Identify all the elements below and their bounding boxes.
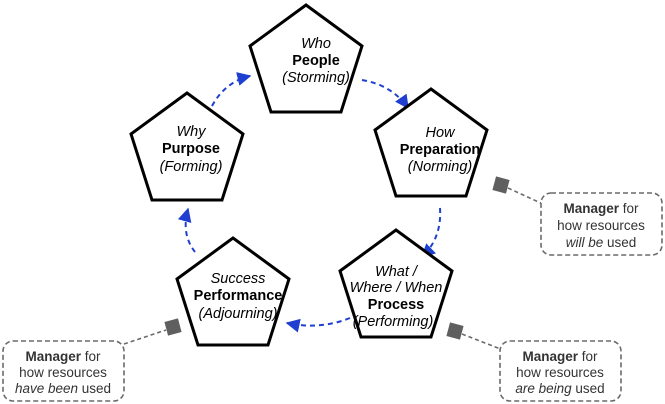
process-question-1: What / — [375, 264, 419, 280]
arrow-people-to-preparation — [361, 79, 409, 110]
purpose-name: Purpose — [162, 141, 220, 157]
pentagon-performance — [175, 236, 291, 347]
note-will-be-box — [540, 192, 663, 256]
note-will-be-line2: how resources — [557, 218, 645, 233]
handle-will-be — [492, 176, 510, 194]
note-have-been-box — [2, 340, 125, 402]
note-have-been-used: Manager for how resources have been used — [2, 340, 125, 402]
node-preparation: How Preparation (Norming) — [400, 125, 481, 175]
note-have-been-line3: have been used — [15, 381, 111, 396]
note-will-be-line3: will be used — [566, 235, 637, 250]
process-stage: (Performing) — [353, 314, 434, 330]
note-have-been-line1: Manager for — [25, 349, 101, 364]
preparation-name: Preparation — [400, 142, 481, 158]
process-question-2: Where / When — [350, 280, 443, 296]
note-are-being-line1: Manager for — [522, 349, 598, 364]
pentagon-process — [338, 228, 454, 339]
node-process: What / Where / When Process (Performing) — [350, 264, 443, 330]
people-question: Who — [301, 36, 331, 52]
pentagon-people — [248, 3, 364, 114]
pentagon-preparation — [373, 87, 489, 198]
note-will-be-used: Manager for how resources will be used — [540, 192, 663, 256]
note-are-being-line3: are being used — [515, 381, 604, 396]
note-have-been-line2: how resources — [19, 365, 107, 380]
note-will-be-line1: Manager for — [563, 201, 639, 216]
note-are-being-used: Manager for how resources are being used — [499, 340, 622, 402]
preparation-stage: (Norming) — [408, 159, 472, 175]
note-are-being-line2: how resources — [516, 365, 604, 380]
note-connectors — [123, 176, 546, 351]
note-are-being-box — [499, 340, 622, 402]
people-stage: (Storming) — [282, 70, 350, 86]
node-performance: Success Performance (Adjourning) — [194, 271, 283, 322]
performance-stage: (Adjourning) — [199, 306, 278, 322]
performance-name: Performance — [194, 288, 283, 304]
connector-will-be — [507, 187, 546, 206]
connector-are-being — [461, 333, 504, 351]
people-name: People — [292, 53, 340, 69]
arrow-performance-to-purpose — [177, 207, 196, 253]
purpose-question: Why — [177, 124, 207, 140]
node-purpose: Why Purpose (Forming) — [160, 124, 223, 175]
node-people: Who People (Storming) — [282, 36, 350, 86]
process-name: Process — [368, 297, 424, 313]
pentagon-purpose — [129, 91, 245, 202]
handle-are-being — [446, 322, 464, 340]
performance-question: Success — [211, 271, 266, 287]
arrow-process-to-performance — [285, 317, 351, 333]
handle-have-been — [164, 318, 182, 336]
arrow-purpose-to-people — [211, 72, 252, 107]
connector-have-been — [123, 329, 167, 345]
preparation-question: How — [425, 125, 456, 141]
purpose-stage: (Forming) — [160, 159, 223, 175]
